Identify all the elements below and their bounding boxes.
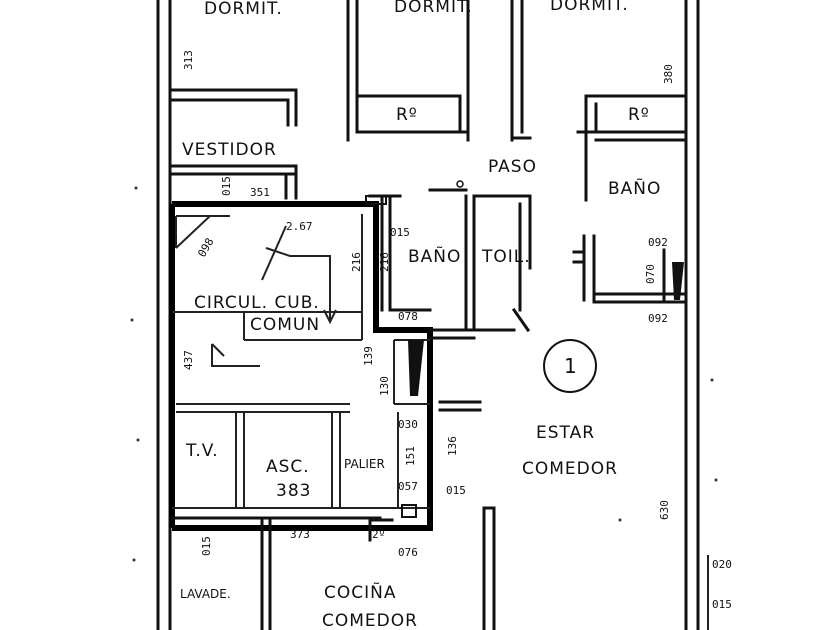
label-asc: ASC. — [266, 457, 310, 477]
dim-020: 020 — [712, 558, 732, 571]
dim-2: 2º — [372, 528, 385, 541]
label-paso: PASO — [488, 157, 537, 177]
dim-313: 313 — [182, 50, 195, 70]
dim-015-d: 015 — [200, 536, 213, 556]
label-bano-1: BAÑO — [608, 177, 661, 199]
label-bano-2: BAÑO — [408, 245, 461, 267]
label-vestidor: VESTIDOR — [182, 140, 277, 160]
dim-151: 151 — [404, 446, 417, 466]
label-comedor-2: COMEDOR — [322, 611, 418, 630]
dim-015-c: 015 — [446, 484, 466, 497]
dim-630: 630 — [658, 500, 671, 520]
dim-015-b: 015 — [390, 226, 410, 239]
dim-267: 2.67 — [286, 220, 313, 233]
dressing-room-walls — [168, 88, 298, 200]
label-comedor: COMEDOR — [522, 459, 618, 479]
label-cocina: COCIÑA — [324, 581, 396, 603]
label-palier: PALIER — [344, 457, 385, 471]
dim-139: 139 — [362, 346, 375, 366]
dim-373: 373 — [290, 528, 310, 541]
label-placard-2: Rº — [628, 105, 650, 125]
dim-092-a: 092 — [648, 236, 668, 249]
label-toil: TOIL. — [481, 247, 531, 267]
dim-216-b: 216 — [378, 252, 391, 272]
dim-076: 076 — [398, 546, 418, 559]
bedroom-walls — [346, 0, 688, 202]
unit-number: 1 — [564, 354, 578, 378]
label-tv: T.V. — [185, 441, 219, 461]
label-circul-1: CIRCUL. CUB. — [194, 293, 320, 313]
label-asc-num: 383 — [276, 481, 311, 501]
outer-left-wall — [156, 0, 172, 630]
label-lavadero: LAVADE. — [180, 587, 231, 601]
stair-arrows — [211, 225, 337, 367]
dim-351: 351 — [250, 186, 270, 199]
bathroom-walls — [368, 188, 532, 412]
label-circul-2: COMUN — [250, 315, 320, 335]
dim-070: 070 — [644, 264, 657, 284]
label-estar: ESTAR — [536, 423, 595, 443]
unit-number-circle — [543, 339, 597, 393]
right-bathroom-walls — [572, 234, 688, 304]
dim-015-a: 015 — [220, 176, 233, 196]
dim-098: 098 — [195, 236, 216, 260]
core-walls — [169, 201, 433, 531]
label-placard-1: Rº — [396, 105, 418, 125]
outer-right-wall — [684, 0, 700, 630]
dim-130: 130 — [378, 376, 391, 396]
dim-136: 136 — [446, 436, 459, 456]
kitchen-walls — [170, 506, 496, 630]
dim-380: 380 — [662, 64, 675, 84]
dim-092-b: 092 — [648, 312, 668, 325]
dim-030: 030 — [398, 418, 418, 431]
label-dormit-2: DORMIT. — [394, 0, 473, 17]
dim-437: 437 — [182, 350, 195, 370]
label-dormit-1: DORMIT. — [204, 0, 283, 19]
duct-shaft — [408, 340, 424, 396]
dim-015-e: 015 — [712, 598, 732, 611]
label-dormit-3: DORMIT. — [550, 0, 629, 15]
dim-057: 057 — [398, 480, 418, 493]
dim-078: 078 — [398, 310, 418, 323]
dim-216: 216 — [350, 252, 363, 272]
